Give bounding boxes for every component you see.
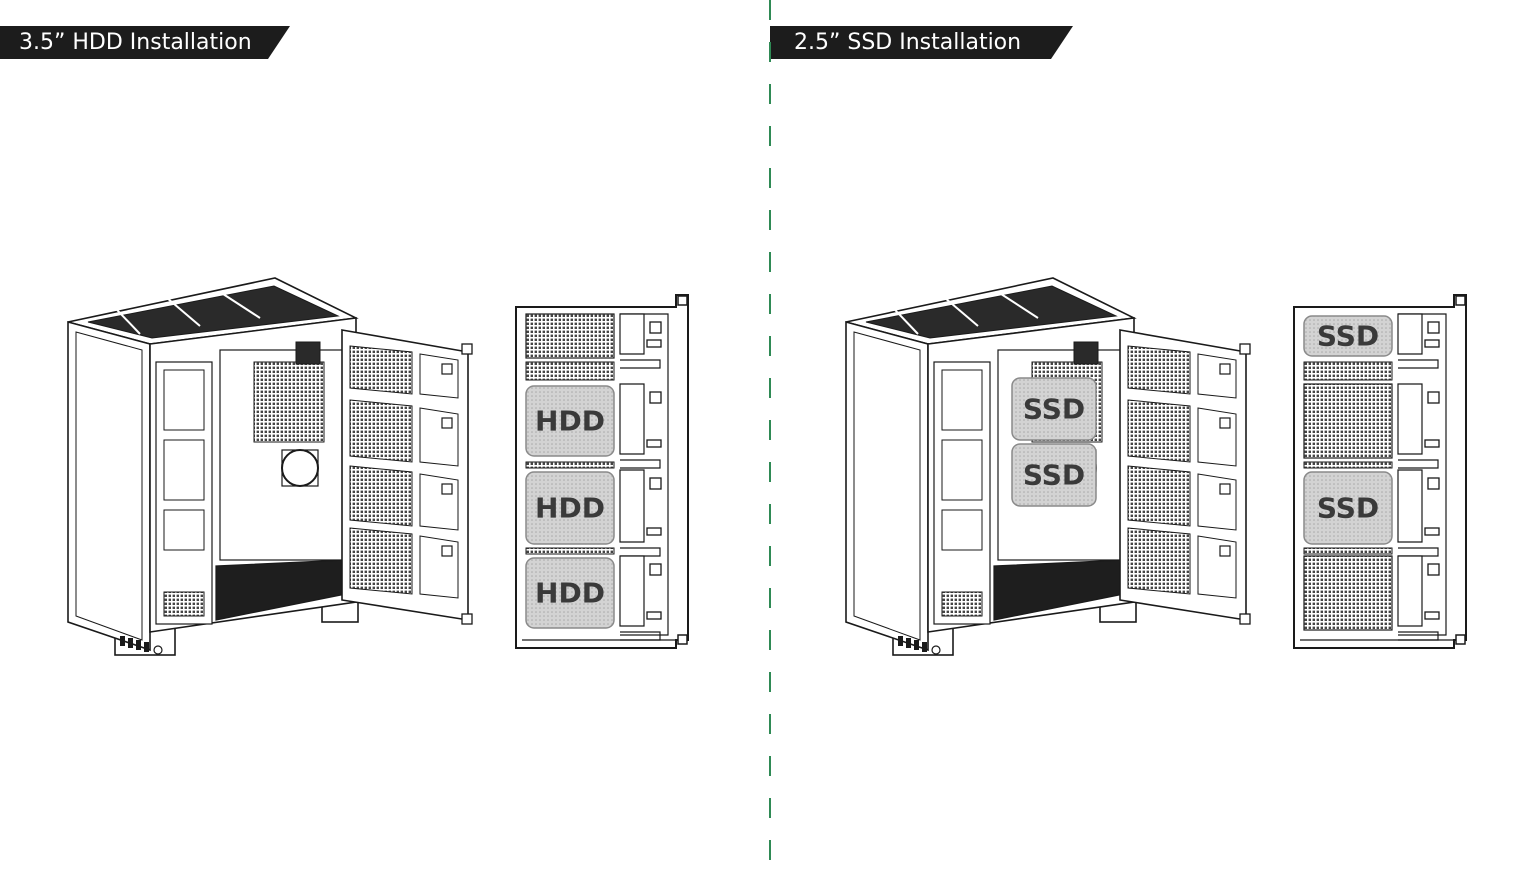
io-port bbox=[128, 638, 133, 648]
latch-square bbox=[649, 321, 662, 334]
latch-tab bbox=[646, 339, 662, 348]
latch-square bbox=[649, 563, 662, 576]
latch-tab bbox=[1424, 527, 1440, 536]
power-button bbox=[153, 645, 163, 655]
latch-square bbox=[649, 477, 662, 490]
tray-bracket bbox=[1397, 383, 1423, 455]
tray-bracket bbox=[1397, 313, 1423, 355]
mount-hole bbox=[677, 634, 688, 645]
latch-square bbox=[1219, 417, 1231, 429]
tray-bracket bbox=[1397, 555, 1423, 627]
latch-square bbox=[1219, 545, 1231, 557]
drive-label: SSD bbox=[1023, 393, 1085, 426]
io-port bbox=[922, 642, 927, 652]
latch-square bbox=[441, 363, 453, 375]
drive-label: HDD bbox=[535, 492, 605, 525]
front-glass-panel bbox=[67, 320, 151, 652]
door-tray-mesh bbox=[1127, 345, 1191, 395]
tray-bracket bbox=[619, 555, 645, 627]
drive-cage-illustration-hdd: HDD HDD HDD bbox=[515, 294, 689, 649]
mount-hole bbox=[1455, 634, 1466, 645]
latch-square bbox=[441, 483, 453, 495]
latch-square bbox=[1427, 477, 1440, 490]
drive-slot-filled: HDD bbox=[525, 557, 615, 629]
mount-hole bbox=[677, 295, 688, 306]
door-tray-mesh bbox=[349, 399, 413, 463]
latch-square bbox=[1219, 363, 1231, 375]
io-port bbox=[906, 638, 911, 648]
drive-slot-filled: HDD bbox=[525, 385, 615, 457]
door-tray-mesh bbox=[1127, 399, 1191, 463]
power-button bbox=[931, 645, 941, 655]
door-tray-mesh bbox=[349, 345, 413, 395]
case-drive-slot: SSD bbox=[1011, 377, 1097, 441]
pc-case-illustration-hdd bbox=[67, 277, 473, 656]
mount-hole bbox=[1239, 343, 1251, 355]
io-port bbox=[136, 640, 141, 650]
latch-tab bbox=[1424, 611, 1440, 620]
latch-tab bbox=[1424, 339, 1440, 348]
drive-label: SSD bbox=[1317, 492, 1379, 525]
latch-square bbox=[1219, 483, 1231, 495]
mount-hole bbox=[1239, 613, 1251, 625]
tray-bracket bbox=[619, 313, 645, 355]
door-tray-mesh bbox=[1127, 527, 1191, 595]
drive-label: SSD bbox=[1317, 320, 1379, 353]
case-drive-slot: SSD bbox=[1011, 443, 1097, 507]
tray-bracket bbox=[619, 469, 645, 543]
pc-case-illustration-ssd: SSD SSD bbox=[845, 277, 1251, 656]
door-tray-mesh bbox=[1127, 465, 1191, 527]
tray-bracket bbox=[1397, 469, 1423, 543]
front-glass-panel bbox=[845, 320, 929, 652]
top-vent bbox=[865, 285, 1118, 339]
cpu-cutout bbox=[281, 449, 319, 487]
door-tray-mesh bbox=[349, 527, 413, 595]
latch-tab bbox=[646, 527, 662, 536]
io-port bbox=[898, 636, 903, 646]
mount-hole bbox=[461, 613, 473, 625]
section-divider bbox=[769, 0, 771, 875]
drive-slot-empty bbox=[1303, 555, 1393, 631]
drive-slot-empty bbox=[1303, 383, 1393, 459]
section-title-ssd: 2.5” SSD Installation bbox=[770, 26, 1073, 59]
tray-bracket bbox=[619, 383, 645, 455]
latch-square bbox=[1427, 391, 1440, 404]
latch-tab bbox=[646, 611, 662, 620]
door-tray-mesh bbox=[349, 465, 413, 527]
mount-hole bbox=[1455, 295, 1466, 306]
fan-hub bbox=[295, 341, 321, 365]
mount-hole bbox=[461, 343, 473, 355]
drive-slot-empty bbox=[525, 313, 615, 359]
latch-square bbox=[441, 545, 453, 557]
drive-label: HDD bbox=[535, 405, 605, 438]
latch-tab bbox=[646, 439, 662, 448]
drive-slot-filled: SSD bbox=[1303, 471, 1393, 545]
cable-cutout-mesh bbox=[253, 361, 325, 443]
top-vent bbox=[87, 285, 340, 339]
drive-slot-filled: HDD bbox=[525, 471, 615, 545]
drive-label: HDD bbox=[535, 577, 605, 610]
drive-cage-illustration-ssd: SSD SSD bbox=[1293, 294, 1467, 649]
latch-tab bbox=[1424, 439, 1440, 448]
latch-square bbox=[649, 391, 662, 404]
section-title-hdd: 3.5” HDD Installation bbox=[0, 26, 290, 59]
fan-hub bbox=[1073, 341, 1099, 365]
io-port bbox=[914, 640, 919, 650]
drive-slot-filled: SSD bbox=[1303, 315, 1393, 357]
io-port bbox=[120, 636, 125, 646]
latch-square bbox=[1427, 563, 1440, 576]
io-port bbox=[144, 642, 149, 652]
drive-label: SSD bbox=[1023, 459, 1085, 492]
latch-square bbox=[441, 417, 453, 429]
latch-square bbox=[1427, 321, 1440, 334]
